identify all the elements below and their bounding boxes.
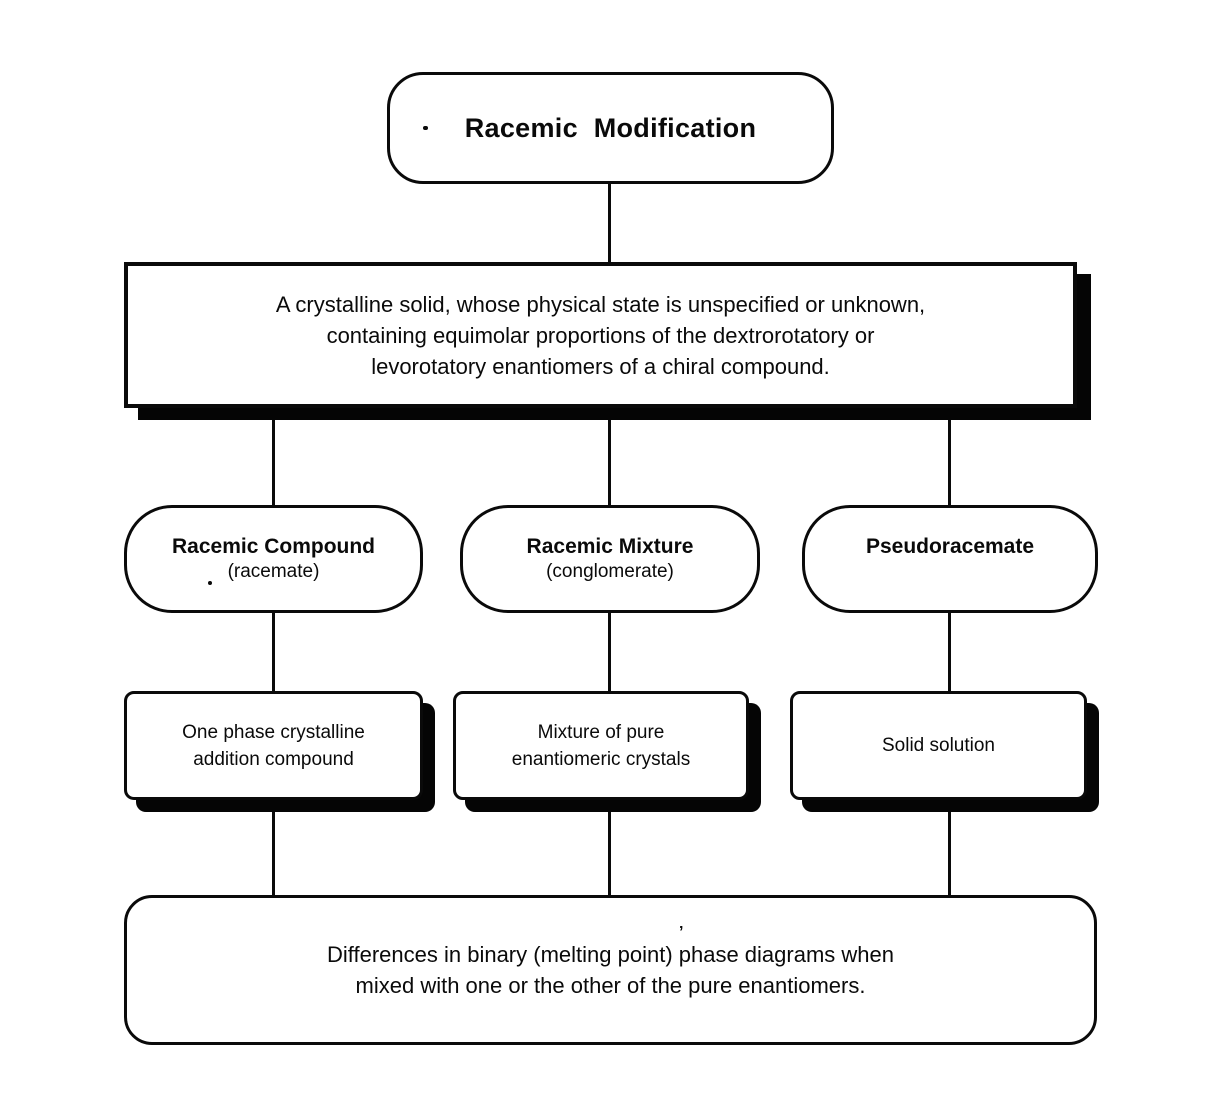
node-footer-differences-text: Differences in binary (melting point) ph… (327, 942, 894, 998)
connector-result-middle-to-footer (608, 796, 611, 898)
connector-pseudoracemate-to-result (948, 610, 951, 694)
node-result-one-phase-crystalline: One phase crystalline addition compound (124, 691, 423, 800)
node-racemic-compound: Racemic Compound (racemate) (124, 505, 423, 613)
connector-definition-to-pseudoracemate (948, 406, 951, 508)
connector-racemic-compound-to-result (272, 610, 275, 694)
node-result-solid-solution: Solid solution (790, 691, 1087, 800)
connector-result-right-to-footer (948, 796, 951, 898)
node-racemic-modification: Racemic Modification (387, 72, 834, 184)
scan-artifact-dot (423, 126, 428, 130)
connector-racemic-mixture-to-result (608, 610, 611, 694)
node-result-solid-solution-text: Solid solution (881, 735, 996, 756)
node-definition: A crystalline solid, whose physical stat… (124, 262, 1077, 408)
node-result-mixture-pure-crystals-text: Mixture of pure enantiomeric crystals (511, 721, 691, 770)
node-result-mixture-pure-crystals: Mixture of pure enantiomeric crystals (453, 691, 749, 800)
node-pseudoracemate-label: Pseudoracemate (865, 535, 1035, 558)
node-result-one-phase-crystalline-text: One phase crystalline addition compound (182, 721, 365, 770)
node-racemic-modification-label: Racemic Modification (464, 112, 757, 143)
node-racemic-compound-label: Racemic Compound (171, 535, 376, 558)
connector-definition-to-racemic-mixture (608, 406, 611, 508)
node-pseudoracemate: Pseudoracemate (802, 505, 1098, 613)
node-racemic-compound-alias: (racemate) (227, 561, 320, 582)
node-footer-differences: ’ Differences in binary (melting point) … (124, 895, 1097, 1045)
scan-artifact-mark: ’ (679, 924, 684, 941)
connector-result-left-to-footer (272, 796, 275, 898)
connector-definition-to-racemic-compound (272, 406, 275, 508)
node-definition-text: A crystalline solid, whose physical stat… (275, 291, 926, 379)
scan-artifact-dot (208, 581, 212, 585)
node-racemic-mixture: Racemic Mixture (conglomerate) (460, 505, 760, 613)
connector-root-to-definition (608, 184, 611, 264)
node-racemic-mixture-label: Racemic Mixture (526, 535, 694, 558)
node-racemic-mixture-alias: (conglomerate) (546, 561, 674, 582)
